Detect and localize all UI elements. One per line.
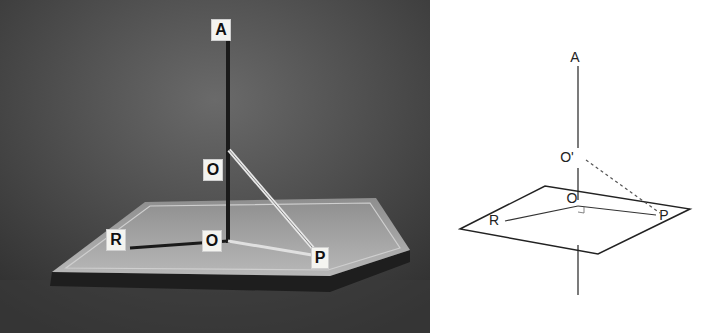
dashed-line (586, 160, 660, 213)
plane (460, 186, 690, 254)
photo-ground (0, 0, 430, 333)
slant-rod (229, 150, 318, 254)
point-label: R (488, 212, 500, 228)
line-op (578, 206, 656, 215)
drawing-ground (433, 0, 724, 333)
board-top (52, 198, 410, 276)
axis-line (577, 66, 578, 148)
label-card: O (202, 230, 222, 252)
point-label: O (566, 190, 579, 206)
label-card: O (203, 159, 223, 181)
label-card: R (106, 229, 126, 251)
line-or (505, 206, 578, 221)
point-label: A (569, 49, 580, 65)
point-label: P (658, 207, 669, 223)
label-card: A (211, 19, 231, 41)
label-card: P (311, 247, 330, 269)
rod-op (228, 241, 312, 255)
right-angle-mark (578, 207, 584, 213)
vertical-rod (226, 38, 230, 243)
point-label: O' (559, 149, 575, 165)
